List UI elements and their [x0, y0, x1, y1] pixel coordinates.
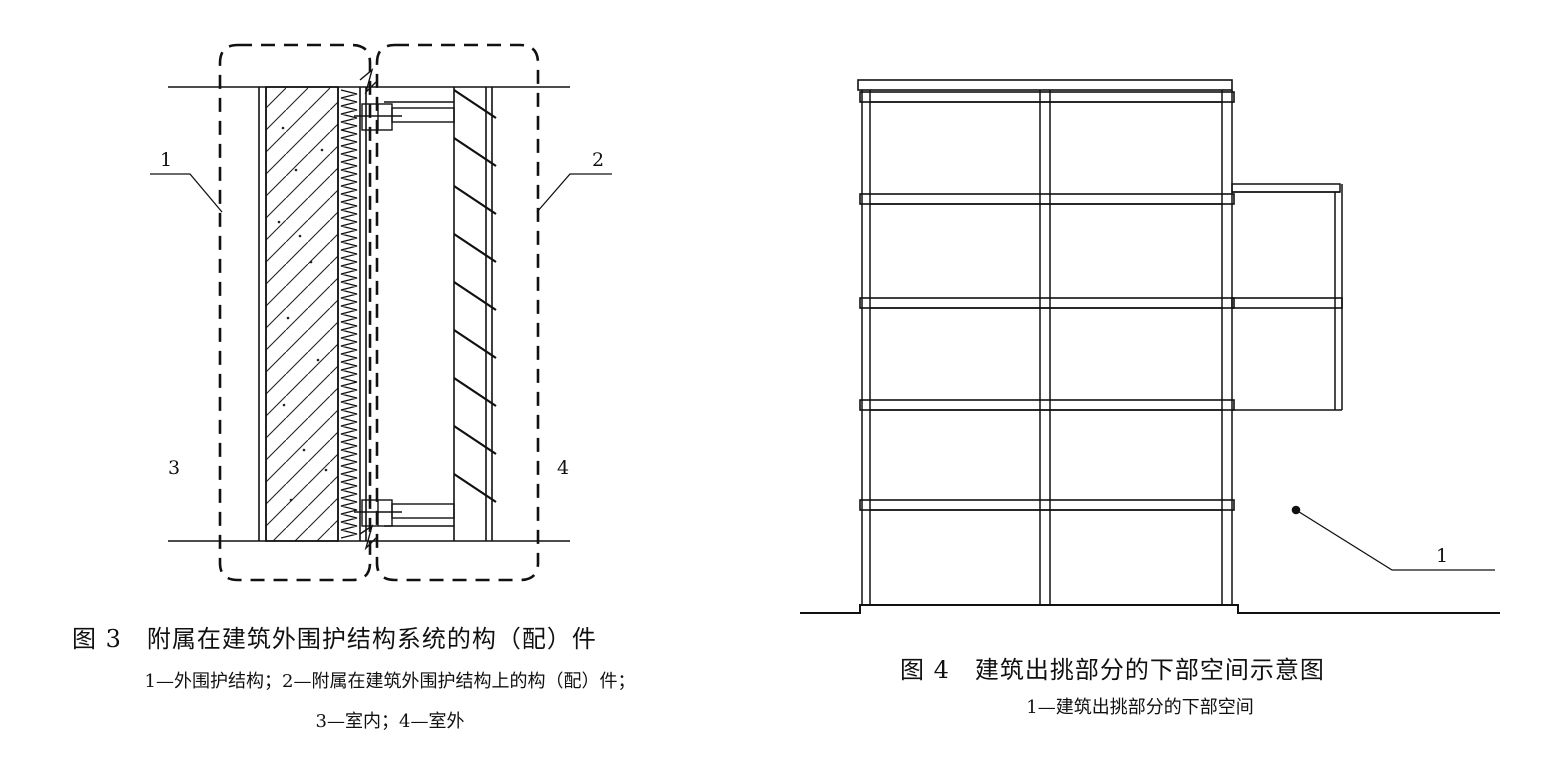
figure3-diagram [150, 43, 612, 582]
floor-slab [859, 399, 1235, 411]
region-1-boundary [218, 43, 372, 582]
region-2-boundary [375, 43, 540, 582]
leader-line-fig4 [1295, 509, 1495, 571]
figure3-label-4: 4 [557, 457, 569, 479]
figure3-caption-title: 图 3 附属在建筑外围护结构系统的构（配）件 [72, 625, 597, 653]
ground-line [800, 604, 1500, 614]
figure4-label-1: 1 [1436, 545, 1448, 567]
cantilever-portion [1231, 183, 1343, 411]
floor-slab [859, 193, 1235, 205]
louver-blade [453, 185, 497, 215]
louver-blade [453, 89, 497, 119]
figure3-label-2: 2 [592, 149, 604, 171]
louver-blade [453, 329, 497, 359]
roof-slab [857, 79, 1233, 91]
figure4-caption-legend: 1—建筑出挑部分的下部空间 [1026, 697, 1254, 718]
leader-line-1 [150, 173, 223, 213]
break-mark-top [359, 68, 377, 95]
concrete-wall [265, 86, 339, 542]
insulation-layer [340, 89, 358, 539]
building-columns [861, 90, 1233, 605]
figure4-caption-title: 图 4 建筑出挑部分的下部空间示意图 [900, 656, 1325, 684]
louver-blades [453, 89, 497, 503]
floor-slabs [859, 91, 1343, 511]
louver-blade [453, 377, 497, 407]
figure3-label-1: 1 [160, 149, 172, 171]
cantilever-slab [1231, 297, 1343, 309]
figure3-caption-legend-line1: 1—外围护结构；2—附属在建筑外围护结构上的构（配）件； [144, 671, 636, 692]
floor-slab [859, 297, 1235, 309]
louver-blade [453, 425, 497, 455]
figure3-caption-legend-line2: 3—室内；4—室外 [315, 711, 465, 732]
break-mark-bottom [359, 524, 377, 551]
louver-blade [453, 281, 497, 311]
leader-line-2 [536, 173, 612, 213]
louver-blade [453, 473, 497, 503]
louver-blade [453, 233, 497, 263]
louver-blade [453, 137, 497, 167]
concrete-aggregate-dots [277, 126, 328, 502]
figure3-label-3: 3 [168, 457, 180, 479]
floor-slab [859, 91, 1235, 103]
figure4-diagram [800, 79, 1500, 614]
floor-slab [859, 499, 1235, 511]
